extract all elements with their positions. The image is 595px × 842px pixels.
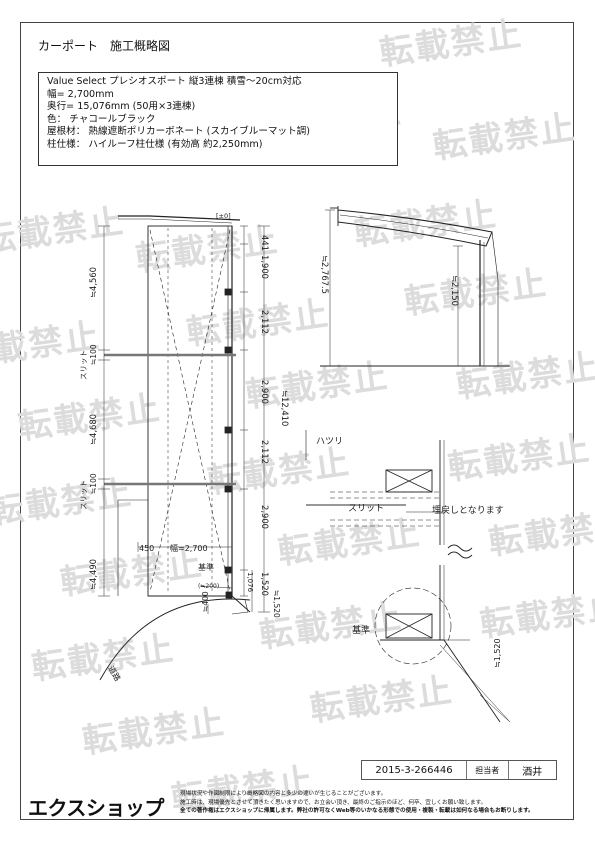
- detail-slit-label: スリット: [348, 504, 384, 514]
- slit-detail-labels: ハツリ スリット 埋戻しとなります: [316, 437, 504, 516]
- dim-2900b: 2,900: [260, 505, 270, 529]
- dim-450: 450: [139, 544, 154, 553]
- spec-product: Value Select プレシオスポート 縦3連棟 積雪～20cm対応: [47, 76, 302, 87]
- title-block: 2015-3-266446 担当者 酒井: [361, 760, 557, 780]
- brand-logo: エクスショップ: [28, 796, 164, 820]
- dim-1520b: ≒1,520: [272, 590, 281, 618]
- dim-4490: ≒4,490: [88, 559, 98, 590]
- notice-line: 全ての著作権はエクスショップに帰属します。弊社の許可なくWeb等のいかなる形態で…: [180, 808, 534, 815]
- plan-view: [98, 215, 270, 681]
- dim-2112a: 2,112: [260, 310, 270, 334]
- spec-post: 柱仕様： ハイルーフ柱仕様 (有効高 約2,250mm): [47, 138, 263, 150]
- slit-detail: [305, 430, 473, 559]
- dim-1076: 1,076: [246, 572, 254, 593]
- zero-level-label: [±0]: [216, 212, 231, 220]
- page-title: カーポート 施工概略図: [38, 39, 171, 53]
- spec-color: 色： チャコールブラック: [47, 113, 156, 125]
- datum-detail: [374, 565, 511, 723]
- dim-100a: ≒100: [89, 344, 98, 365]
- spec-roof: 屋根材： 熱線遮断ポリカーボネート (スカイブルーマット調): [47, 126, 311, 138]
- detail-dim-1520: ≒1,520: [493, 638, 502, 668]
- dim-4680: ≒4,680: [88, 414, 98, 445]
- dim-2767: ≒2,767.5: [320, 255, 330, 294]
- dim-4560: ≒4,560: [88, 267, 98, 298]
- road-label: 道路: [106, 664, 123, 683]
- dim-400: ≒400: [201, 591, 210, 612]
- notice-line: 現場状況や作図制限により概略図の内容と多少の違いが生じることがございます。: [180, 791, 387, 797]
- spec-box: Value Select プレシオスポート 縦3連棟 積雪～20cm対応 幅= …: [38, 72, 398, 166]
- spec-width: 幅= 2,700mm: [47, 88, 114, 100]
- dim-1520: 1,520: [260, 572, 270, 596]
- slit-label-b: スリット: [79, 480, 88, 510]
- footer-notice: 現場状況や作図制限により概略図の内容と多少の違いが生じることがございます。 施工…: [180, 790, 570, 816]
- staff-name: 酒井: [522, 766, 543, 778]
- buried-label: 埋戻しとなります: [432, 504, 504, 516]
- dim-1900: 1,900: [260, 255, 270, 279]
- sheet-border: [20, 22, 574, 820]
- dim-441: 441: [260, 235, 270, 251]
- plan-labels: [±0] 441 1,900 2,112 2,900 2,112 2,900 1…: [79, 212, 290, 683]
- datum-label: 基準: [198, 562, 214, 572]
- side-elevation: [320, 206, 510, 367]
- slit-label-a: スリット: [79, 350, 88, 380]
- spec-depth: 奥行= 15,076mm (50用×3連棟): [47, 101, 196, 113]
- dim-2112b: 2,112: [260, 440, 270, 464]
- width-label: 幅=2,700: [170, 543, 208, 553]
- elevation-labels: ≒2,767.5 ≒2,150: [320, 255, 460, 306]
- dim-100b: ≒100: [89, 473, 98, 494]
- dim-200: (≒200): [198, 583, 219, 590]
- hatsuri-label: ハツリ: [316, 437, 343, 447]
- staff-label: 担当者: [467, 761, 509, 779]
- doc-number: 2015-3-266446: [362, 761, 467, 779]
- detail-datum-label: 基準: [352, 624, 370, 636]
- dim-2900a: 2,900: [260, 380, 270, 404]
- notice-line: 施工時は、現場優先とさせて頂きたく思いますので、お立会い頂き、最終のご指示のほど…: [180, 799, 487, 806]
- dim-2150: ≒2,150: [450, 275, 460, 306]
- datum-detail-labels: 基準 ≒1,520: [352, 624, 502, 668]
- dim-total: ≒12,410: [280, 390, 290, 426]
